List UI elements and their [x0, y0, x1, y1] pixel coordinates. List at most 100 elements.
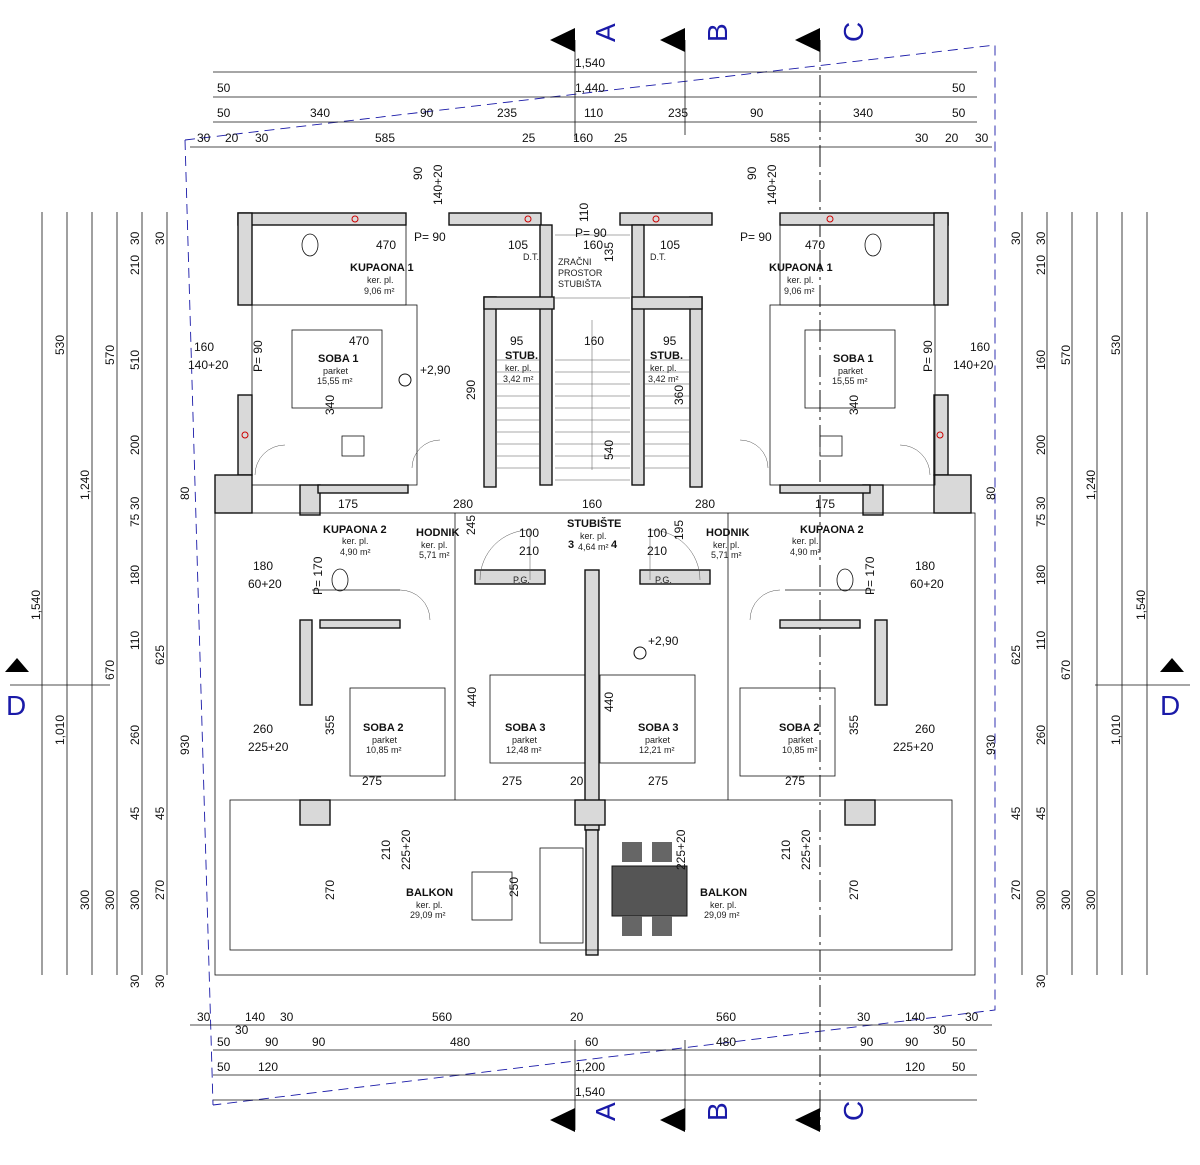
dim-label: 45	[128, 806, 142, 820]
room-area: 4,90 m²	[790, 547, 821, 557]
dim-label: 440	[602, 692, 616, 712]
room-area: 4,90 m²	[340, 547, 371, 557]
dim-label: 30	[1034, 496, 1048, 510]
room-name: SOBA 1	[833, 353, 874, 365]
dim-label: 20	[945, 131, 959, 145]
level-icon	[398, 373, 412, 387]
room-name: SOBA 2	[363, 722, 404, 734]
room-area: 10,85 m²	[782, 745, 818, 755]
interior-lines	[214, 224, 976, 976]
dim-label: 30	[235, 1023, 249, 1037]
room-floor: ker. pl.	[421, 540, 448, 550]
dim-label: 275	[648, 774, 668, 788]
room-name: SOBA 3	[505, 722, 546, 734]
dim-label: 930	[984, 735, 998, 755]
dim-label: 275	[502, 774, 522, 788]
dim-label: 625	[153, 645, 167, 665]
dim-label: 95	[663, 334, 677, 348]
dim-label: 30	[933, 1023, 947, 1037]
dim-label: 140	[245, 1010, 265, 1024]
dim-label: 50	[217, 1060, 231, 1074]
room-name: HODNIK	[416, 527, 459, 539]
room-labels: KUPAONA 1 ker. pl. 9,06 m² KUPAONA 1 ker…	[317, 262, 874, 920]
dim-label: 30	[255, 131, 269, 145]
dim-label: 530	[1109, 335, 1123, 355]
top-dimensions: 1,540 50 1,440 50 50 340 90 235 110 235 …	[190, 56, 992, 148]
dim-label: 480	[450, 1035, 470, 1049]
dim-label: 60	[585, 1035, 599, 1049]
section-a-label: A	[590, 1102, 621, 1121]
room-floor: ker. pl.	[342, 536, 369, 546]
section-marker-d-right: D	[1160, 658, 1184, 721]
dim-label: 300	[1059, 890, 1073, 910]
window-dim: 260	[253, 722, 273, 736]
room-name: BALKON	[700, 887, 747, 899]
room-area: 12,48 m²	[506, 745, 542, 755]
air-shaft-label: ZRAČNI	[558, 257, 592, 267]
dim-label: 90	[265, 1035, 279, 1049]
marker-icon	[351, 215, 359, 223]
air-shaft-label: PROSTOR	[558, 268, 603, 278]
dim-label: 30	[1034, 974, 1048, 988]
window-dim: 180	[253, 559, 273, 573]
sill-label: P= 90	[414, 230, 446, 244]
door-dim: 90	[411, 166, 425, 180]
dim-label: 25	[522, 131, 536, 145]
dim-label: 30	[197, 1010, 211, 1024]
dim-label: 470	[805, 238, 825, 252]
dim-label: 160	[1034, 350, 1048, 370]
door-dim: 140+20	[765, 164, 779, 205]
window-dim: 260	[915, 722, 935, 736]
bed	[599, 674, 696, 764]
dim-label: 260	[1034, 725, 1048, 745]
room-area: 9,06 m²	[364, 286, 395, 296]
dim-label: 235	[668, 106, 688, 120]
dim-label: 80	[178, 486, 192, 500]
room-area: 29,09 m²	[704, 910, 740, 920]
bed	[739, 687, 836, 777]
dim-label: 50	[952, 106, 966, 120]
dim-label: 90	[312, 1035, 326, 1049]
dim-label: 300	[1034, 890, 1048, 910]
dim-label: 75	[1034, 513, 1048, 527]
window-dim: 60+20	[248, 577, 282, 591]
dim-label: 480	[716, 1035, 736, 1049]
section-c-label: C	[838, 22, 869, 42]
furniture	[241, 215, 944, 944]
section-b-label: B	[702, 1102, 733, 1121]
table	[471, 871, 513, 921]
dim-label: 300	[78, 890, 92, 910]
dim-label: 210	[519, 544, 539, 558]
dim-label: 250	[507, 877, 521, 897]
room-name: STUBIŠTE	[567, 517, 621, 530]
window-dim: 140+20	[188, 358, 229, 372]
bed	[804, 329, 896, 409]
dim-label: 530	[53, 335, 67, 355]
dim-label: 30	[1034, 231, 1048, 245]
dim-label: 135	[602, 242, 616, 262]
section-marker-b-top: B	[660, 23, 733, 52]
dim-label: 105	[508, 238, 528, 252]
dim-label: 440	[465, 687, 479, 707]
dim-label: 340	[847, 395, 861, 415]
dim-label: 90	[860, 1035, 874, 1049]
dim-label: 1,540	[575, 1085, 605, 1099]
dim-label: 50	[952, 81, 966, 95]
dim-label: 110	[128, 631, 142, 650]
toilet	[864, 233, 882, 257]
dim-label: 90	[750, 106, 764, 120]
dining-table	[611, 865, 688, 917]
dim-label: 570	[103, 345, 117, 365]
dim-label: 1,010	[53, 715, 67, 745]
room-area: 15,55 m²	[832, 376, 868, 386]
dim-label: 300	[1084, 890, 1098, 910]
dim-label: 45	[1009, 806, 1023, 820]
room-floor: ker. pl.	[787, 275, 814, 285]
dim-label: 110	[584, 106, 603, 120]
room-floor: ker. pl.	[580, 531, 607, 541]
room-floor: ker. pl.	[367, 275, 394, 285]
room-name: KUPAONA 2	[323, 524, 387, 536]
dim-label: 100	[647, 526, 667, 540]
section-marker-d-left: D	[5, 658, 29, 721]
